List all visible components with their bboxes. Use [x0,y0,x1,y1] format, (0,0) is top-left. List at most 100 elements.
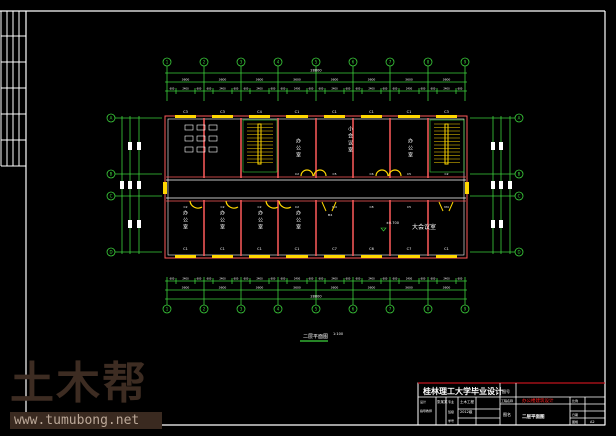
axis-bubble [423,57,433,67]
scale-label: 比例 [572,398,578,403]
axis-bubble [106,169,116,179]
sub-dimension: 600 [309,87,314,91]
sub-dimension: 2400 [219,277,226,281]
window-bottom [361,255,382,258]
sheet-label: 图幅 [572,419,578,424]
axis-bubble [106,191,116,201]
room-label-office: 办公室 [295,138,301,159]
axis-label: 9 [464,307,467,312]
axis-bubble [162,304,172,314]
window-tag: C3 [444,110,449,114]
sub-dimension: 600 [421,87,426,91]
drawing-name-label: 图名 [503,411,511,417]
axis-bubble [385,57,395,67]
sheet-value: A2 [590,420,595,424]
sub-dimension: 600 [346,277,351,281]
window-bottom [212,255,233,258]
vertical-dimension-text [499,142,503,150]
project-name: 办公楼建筑设计 [522,397,554,404]
bay-dimension: 3600 [219,286,227,290]
sub-dimension: 600 [197,277,202,281]
window-tag: C3 [220,110,225,114]
window-bottom [398,255,420,258]
window-tag: C1 [444,247,449,251]
sub-dimension: 600 [234,277,239,281]
sub-dimension: 600 [244,277,249,281]
sub-dimension: 600 [207,277,212,281]
sub-dimension: 2400 [256,87,263,91]
corridor-tag: C2 [183,205,187,209]
sub-dimension: 2400 [331,87,338,91]
window-top [212,115,233,118]
project-label: 工程名称 [501,398,513,403]
bay-dimension: 3600 [405,78,413,82]
sub-dimension: 2400 [406,277,413,281]
axis-label: 3 [240,60,243,65]
sub-dimension: 600 [421,277,426,281]
door-swing [388,169,402,177]
window-bottom [324,255,345,258]
major-label: 专业 [448,399,454,404]
axis-label: 1 [166,307,169,312]
sub-dimension: 600 [383,277,388,281]
designer-label: 设计 [420,399,426,404]
corridor-end-window [163,182,167,194]
room-label-office: 办公室 [257,210,263,231]
corridor-tag: C5 [407,172,411,176]
door-swing [300,169,314,177]
drawing-scale: 1:100 [333,332,343,336]
sub-dimension: 600 [383,87,388,91]
sub-dimension: 2400 [294,87,301,91]
sub-dimension: 600 [271,277,276,281]
corridor-tag: C2 [444,172,448,176]
sub-dimension: 2400 [331,277,338,281]
sub-dimension: 600 [244,87,249,91]
axis-bubble [385,304,395,314]
designer-name: 张某某 [437,399,448,404]
room-label-office: 办公室 [407,138,413,159]
axis-bubble [273,57,283,67]
sub-dimension: 2400 [294,277,301,281]
sub-dimension: 2400 [368,277,375,281]
vertical-dimension-text [491,181,495,189]
axis-bubble [460,57,470,67]
bay-dimension: 3600 [331,78,339,82]
drawing-no-label: 图号 [502,388,510,394]
sub-dimension: 600 [393,87,398,91]
axis-bubble [514,113,524,123]
sub-dimension: 600 [207,87,212,91]
axis-bubble [106,247,116,257]
sub-dimension: 600 [346,87,351,91]
axis-label: C [110,194,113,199]
sub-dimension: 600 [458,87,463,91]
window-top [361,115,382,118]
bay-dimension: 3600 [368,78,376,82]
axis-label: 3 [240,307,243,312]
drawing-title: 二层平面图 [303,334,328,340]
bay-dimension: 3600 [443,286,451,290]
bay-dimension: 3600 [405,286,413,290]
bay-dimension: 3600 [256,78,264,82]
watermark: 土木帮 www.tumubong.net [10,360,162,429]
toilet-fixture [208,124,218,131]
window-tag: C1 [369,110,374,114]
corridor-tag: C2 [220,205,224,209]
room-label-small-meeting: 小会议室 [347,126,353,154]
room-label-large-meeting: 大会议室 [412,223,436,231]
axis-bubble [514,191,524,201]
stair-handrail [444,123,449,165]
window-tag: C7 [332,247,337,251]
axis-bubble [423,304,433,314]
sub-dimension: 2400 [443,87,450,91]
axis-label: 2 [203,60,206,65]
bay-dimension: 3600 [182,78,190,82]
axis-bubble [273,304,283,314]
major-value: 土木工程 [460,399,474,404]
window-tag: C1 [407,110,412,114]
door-swing [313,169,327,177]
window-tag: C1 [183,247,188,251]
window-tag: C4 [257,110,262,114]
total-dimension: 28800 [310,295,321,299]
corridor-tag: C2 [295,205,299,209]
window-bottom [175,255,196,258]
